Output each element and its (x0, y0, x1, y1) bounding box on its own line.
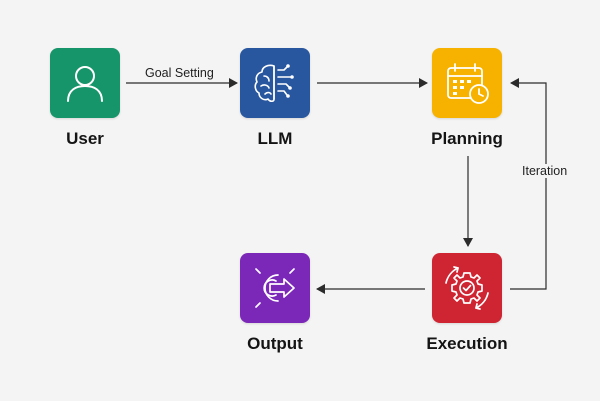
edge-label-goal-setting: Goal Setting (145, 66, 214, 80)
gear-check-icon (445, 266, 489, 310)
output-arrow-icon (255, 268, 295, 308)
node-planning-label: Planning (431, 129, 503, 148)
node-execution-label: Execution (426, 334, 508, 353)
node-planning-box (432, 48, 502, 118)
calendar-clock-icon (447, 63, 489, 104)
node-llm-label: LLM (257, 129, 293, 148)
node-user-label: User (66, 129, 104, 148)
node-execution-box (432, 253, 502, 323)
node-output-box (240, 253, 310, 323)
brain-circuit-icon (254, 64, 294, 103)
edge-execution-to-planning (510, 78, 547, 290)
user-icon (67, 66, 103, 102)
node-user-box (50, 48, 120, 118)
node-output-label: Output (247, 334, 303, 353)
node-llm-box (240, 48, 310, 118)
edge-label-iteration: Iteration (521, 164, 569, 178)
